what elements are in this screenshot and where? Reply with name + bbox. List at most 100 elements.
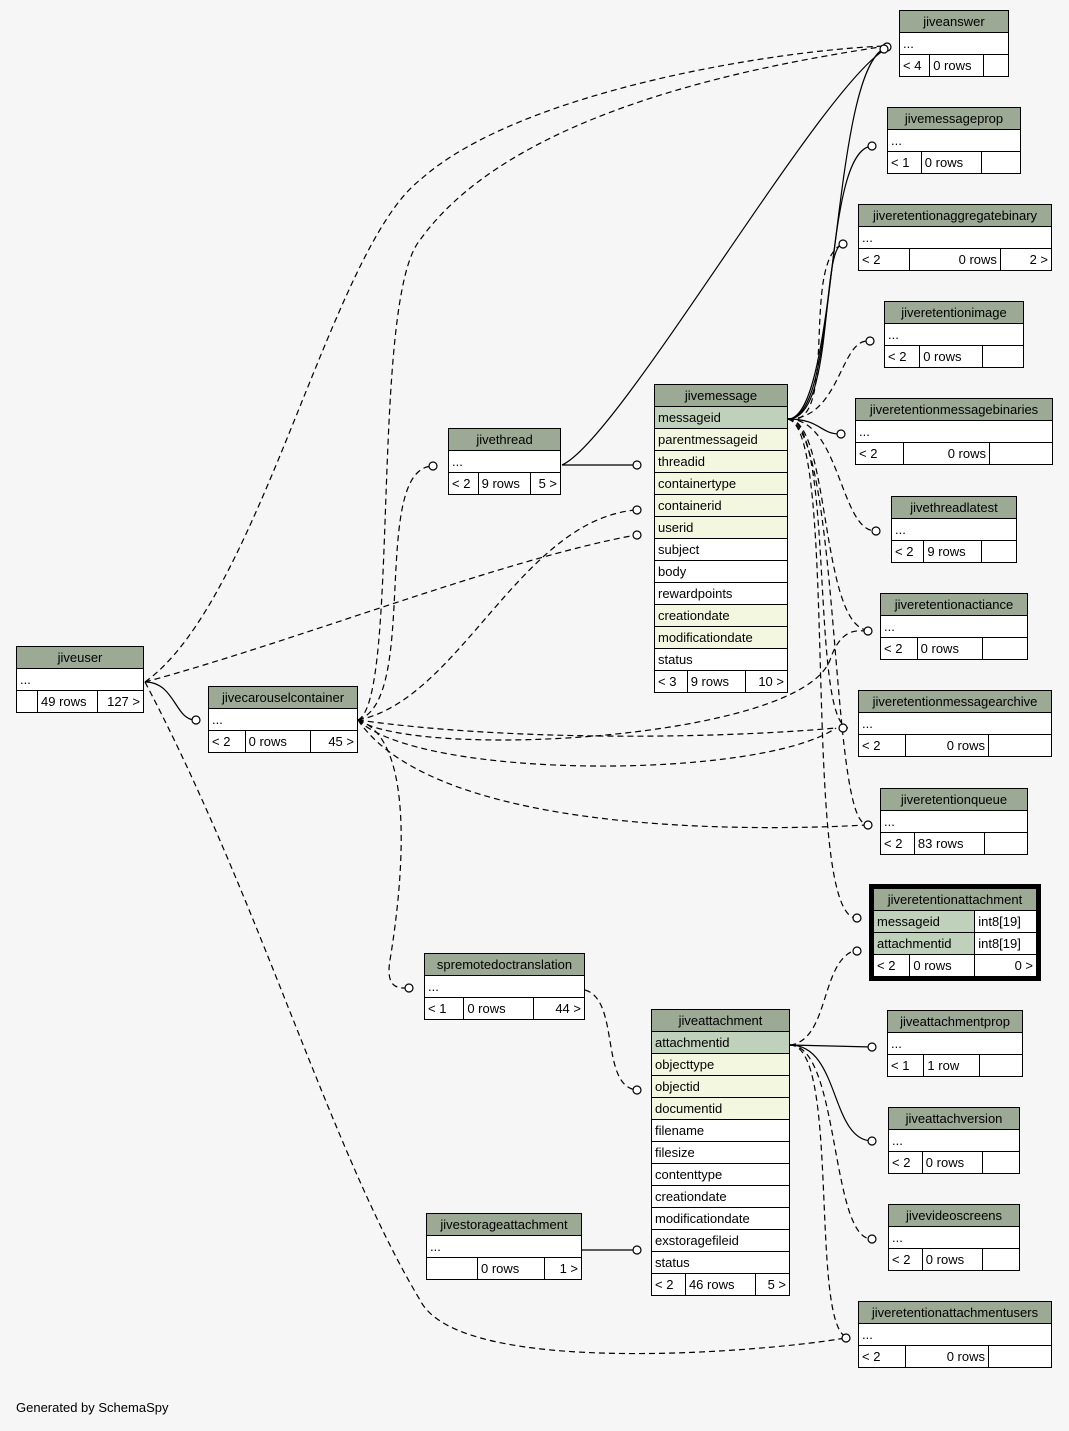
children-count: 45 > xyxy=(309,730,359,753)
table-jivemessage[interactable]: jivemessage messageid parentmessageid th… xyxy=(654,384,789,693)
column-cell: ... xyxy=(888,1129,1020,1152)
edge-message-aggbin xyxy=(787,243,844,420)
column-type: int8[19] xyxy=(974,910,1037,933)
column-body: body xyxy=(654,560,788,583)
column-type: int8[19] xyxy=(974,932,1037,955)
edge-attach-version xyxy=(789,1044,873,1142)
column-cell: ... xyxy=(448,450,561,473)
edge-message-aggbin2 xyxy=(787,243,844,420)
row-count: 0 rows xyxy=(903,442,990,465)
table-name: jiveanswer xyxy=(899,10,1009,33)
edge-attach-prop xyxy=(789,1044,873,1048)
table-name: jivevideoscreens xyxy=(888,1204,1020,1227)
edge-end-circle xyxy=(867,141,877,151)
column-cell: ... xyxy=(884,323,1024,346)
row-count: 0 rows xyxy=(921,1151,984,1174)
edge-end-circle xyxy=(632,505,642,515)
edge-message-archive xyxy=(787,418,849,729)
parents-count: < 4 xyxy=(898,54,931,77)
table-jiveattachment[interactable]: jiveattachment attachmentid objecttype o… xyxy=(651,1009,790,1296)
edge-end-circle xyxy=(867,1234,877,1244)
column-cell: ... xyxy=(208,708,358,731)
column-cell: ... xyxy=(858,712,1052,735)
column-documentid: documentid xyxy=(651,1097,790,1120)
edge-carousel-thread xyxy=(357,465,433,721)
children-count xyxy=(982,1151,1020,1174)
table-name: jiveretentionattachmentusers xyxy=(858,1301,1052,1324)
parents-count: < 2 xyxy=(888,1151,923,1174)
children-count: 10 > xyxy=(744,670,789,693)
edge-user-message xyxy=(144,534,637,683)
column-exstoragefileid: exstoragefileid xyxy=(651,1229,790,1252)
edge-carousel-archive2 xyxy=(357,719,837,767)
column-subject: subject xyxy=(654,538,788,561)
edge-end-circle xyxy=(191,715,201,725)
column-messageid: messageid xyxy=(872,910,976,933)
edge-thread-answer xyxy=(561,46,891,466)
parents-count: < 2 xyxy=(888,1248,923,1271)
column-cell: ... xyxy=(424,975,585,998)
table-name: jiveuser xyxy=(16,646,144,669)
generated-by-footer: Generated by SchemaSpy xyxy=(16,1400,169,1415)
column-cell: ... xyxy=(858,226,1052,249)
table-name: jivethreadlatest xyxy=(891,496,1017,519)
children-count xyxy=(983,54,1009,77)
edge-end-circle xyxy=(428,461,438,471)
edge-end-circle xyxy=(404,983,414,993)
children-count xyxy=(979,1054,1023,1077)
column-attachmentid: attachmentid xyxy=(651,1031,790,1054)
row-count: 0 rows xyxy=(921,1248,984,1271)
edge-carousel-answer xyxy=(357,45,887,721)
edge-end-circle xyxy=(879,44,889,54)
column-creationdate: creationdate xyxy=(651,1185,790,1208)
children-count xyxy=(982,1248,1020,1271)
row-count: 46 rows xyxy=(684,1273,757,1296)
column-creationdate: creationdate xyxy=(654,604,788,627)
row-count: 0 rows xyxy=(916,637,984,660)
row-count: 9 rows xyxy=(923,540,982,563)
column-threadid: threadid xyxy=(654,450,788,473)
column-rewardpoints: rewardpoints xyxy=(654,582,788,605)
children-count: 0 > xyxy=(974,954,1037,977)
column-cell: ... xyxy=(891,518,1017,541)
edge-message-queue xyxy=(787,418,867,825)
table-name: jivecarouselcontainer xyxy=(208,686,358,709)
edge-end-circle xyxy=(632,1245,642,1255)
column-objectid: objectid xyxy=(651,1075,790,1098)
column-parentmessageid: parentmessageid xyxy=(654,428,788,451)
column-objecttype: objecttype xyxy=(651,1053,790,1076)
row-count: 83 rows xyxy=(913,832,986,855)
children-count: 44 > xyxy=(533,997,585,1020)
column-cell: ... xyxy=(880,615,1028,638)
edge-end-circle xyxy=(852,913,862,923)
row-count: 0 rows xyxy=(904,1345,990,1368)
children-count xyxy=(981,540,1017,563)
table-name: jivemessage xyxy=(654,384,788,407)
children-count xyxy=(981,151,1021,174)
children-count xyxy=(988,1345,1052,1368)
parents-count xyxy=(16,690,38,713)
column-attachmentid: attachmentid xyxy=(872,932,976,955)
parents-count: < 2 xyxy=(854,442,905,465)
edge-carousel-spremote xyxy=(357,719,409,989)
row-count: 0 rows xyxy=(929,54,984,77)
